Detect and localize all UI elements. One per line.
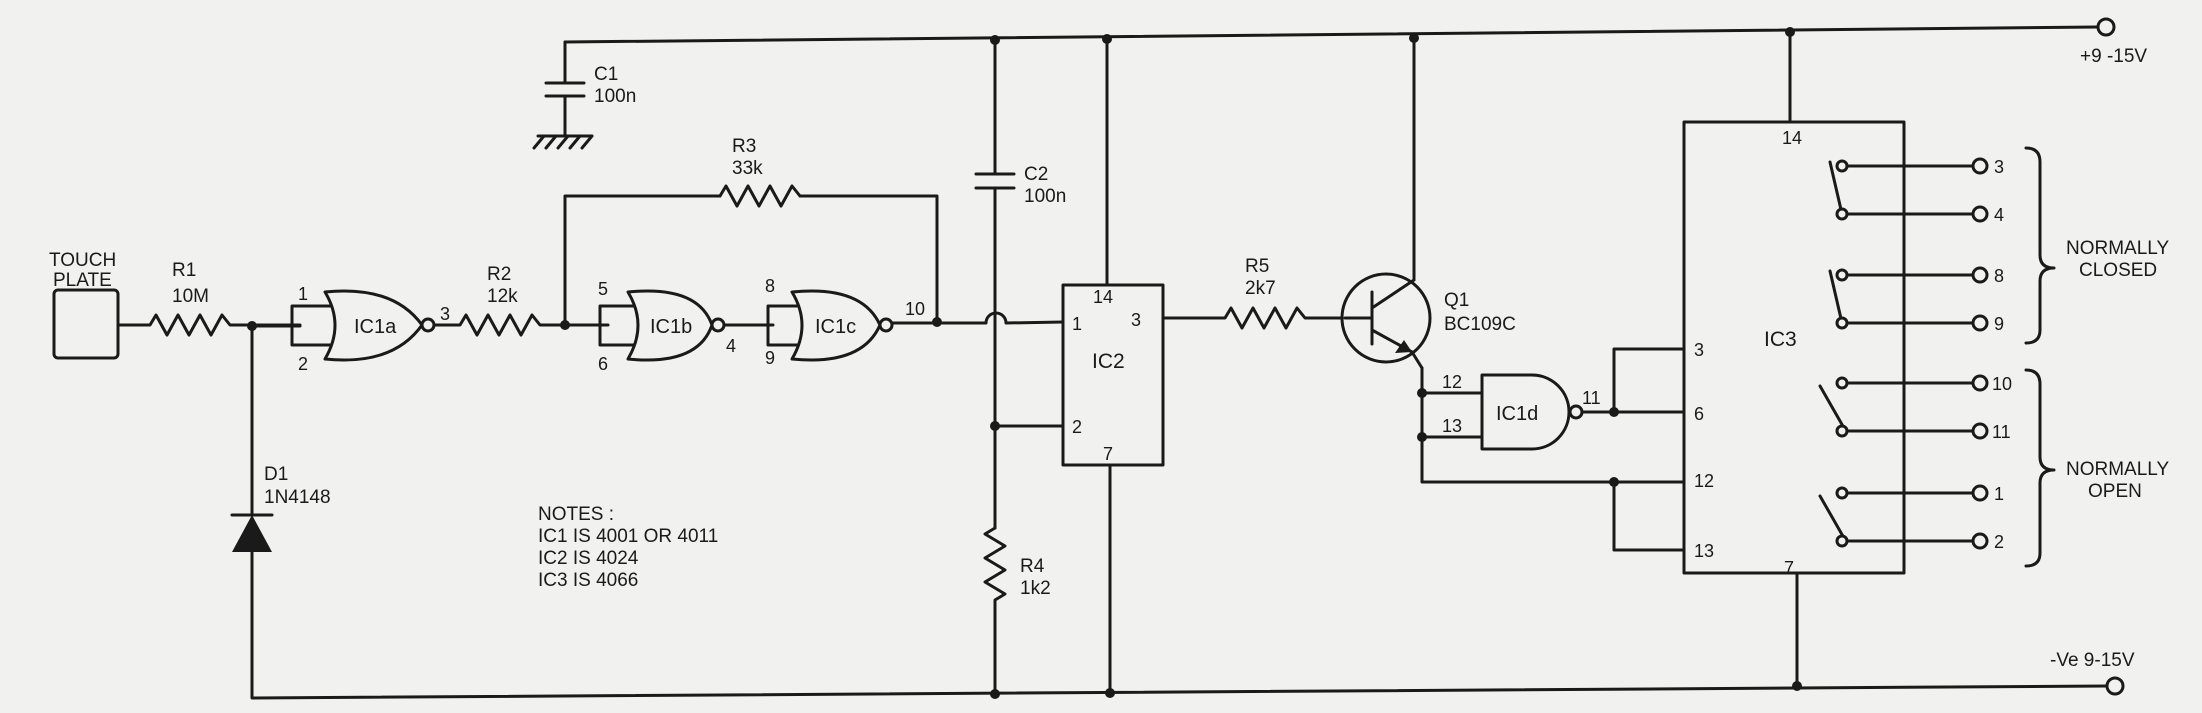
pin-number: 14 <box>1093 287 1113 307</box>
gate-ic1d-label: IC1d <box>1496 403 1538 425</box>
gate-ic1b <box>626 289 714 362</box>
r4-ref: R4 <box>1020 556 1045 577</box>
r2-value: 12k <box>487 286 518 307</box>
resistor-r2 <box>432 313 567 337</box>
c1-value: 100n <box>594 86 636 107</box>
resistor-r3 <box>718 184 802 208</box>
pin-number: 2 <box>1994 532 2004 552</box>
pin-number: 11 <box>1992 422 2011 442</box>
gate-ic1c <box>790 289 882 362</box>
switch-1 <box>1828 157 1989 223</box>
touch-plate[interactable] <box>52 288 120 360</box>
positive-rail-label: +9 -15V <box>2080 46 2147 67</box>
brace-normally-open <box>2024 368 2056 568</box>
d1-ref: D1 <box>264 464 288 485</box>
r4-value: 1k2 <box>1020 578 1051 599</box>
notes-line-2: IC2 IS 4024 <box>538 548 639 569</box>
pin-number: 10 <box>1992 374 2012 394</box>
pin-number: 1 <box>1072 314 1082 334</box>
ic2-label: IC2 <box>1092 350 1125 373</box>
pin-number: 5 <box>598 279 608 299</box>
notes-line-1: IC1 IS 4001 OR 4011 <box>538 526 718 547</box>
pin-number: 7 <box>1784 558 1794 578</box>
pin-number: 12 <box>1694 471 1714 491</box>
resistor-r5 <box>1161 306 1347 330</box>
pin-number: 3 <box>1694 340 1704 360</box>
transistor-q1 <box>1340 272 1432 364</box>
r1-value: 10M <box>172 286 209 307</box>
pin-number: 7 <box>1103 444 1113 464</box>
gate-ic1b-label: IC1b <box>650 316 692 338</box>
capacitor-c1 <box>532 40 594 150</box>
gate-ic1a <box>323 289 424 362</box>
q1-value: BC109C <box>1444 314 1516 335</box>
pin-number: 9 <box>1994 314 2004 334</box>
pin-number: 3 <box>1994 157 2004 177</box>
r3-value: 33k <box>732 158 763 179</box>
notes-line-3: IC3 IS 4066 <box>538 570 638 591</box>
pin-number: 4 <box>1994 205 2004 225</box>
diode-d1 <box>230 513 274 552</box>
pin-number: 8 <box>1994 266 2004 286</box>
pin-number: 11 <box>1582 388 1601 408</box>
r2-ref: R2 <box>487 264 511 285</box>
c2-value: 100n <box>1024 186 1066 207</box>
pin-number: 9 <box>765 348 775 368</box>
pin-number: 14 <box>1782 128 1802 148</box>
pin-number: 4 <box>726 336 736 356</box>
touch-plate-label-2: PLATE <box>53 270 112 291</box>
negative-rail <box>251 684 2109 700</box>
ic2-chip <box>1061 283 1165 467</box>
brace-normally-closed <box>2024 146 2056 345</box>
normally-closed-label-1: NORMALLY <box>2066 238 2169 259</box>
r5-ref: R5 <box>1245 256 1269 277</box>
normally-open-label-1: NORMALLY <box>2066 459 2169 480</box>
pin-number: 6 <box>598 354 608 374</box>
pin-number: 6 <box>1694 404 1704 424</box>
r3-ref: R3 <box>732 136 756 157</box>
pin-number: 13 <box>1442 416 1462 436</box>
pin-number: 10 <box>905 299 925 319</box>
touch-plate-label-1: TOUCH <box>49 250 116 271</box>
pin-number: 12 <box>1442 372 1462 392</box>
pin-number: 2 <box>1072 417 1082 437</box>
switch-3 <box>1818 374 1989 440</box>
negative-rail-label: -Ve 9-15V <box>2050 650 2135 671</box>
c2-ref: C2 <box>1024 164 1048 185</box>
r5-value: 2k7 <box>1245 278 1276 299</box>
notes-title: NOTES : <box>538 504 614 525</box>
resistor-r1 <box>116 313 302 337</box>
r1-ref: R1 <box>172 260 196 281</box>
positive-rail <box>563 25 2100 44</box>
switch-4 <box>1818 484 1989 550</box>
capacitor-c2 <box>974 38 1016 530</box>
pin-number: 3 <box>1131 310 1141 330</box>
resistor-r4 <box>983 526 1007 696</box>
pin-number: 2 <box>298 354 308 374</box>
negative-terminal[interactable] <box>2105 676 2125 696</box>
pin-number: 1 <box>1994 484 2004 504</box>
switch-2 <box>1828 266 1989 332</box>
q1-ref: Q1 <box>1444 290 1469 311</box>
gate-ic1c-label: IC1c <box>815 316 856 338</box>
gate-ic1d <box>1480 373 1571 451</box>
pin-number: 1 <box>298 284 308 304</box>
pin-number: 3 <box>440 304 450 324</box>
d1-value: 1N4148 <box>264 487 331 508</box>
positive-terminal[interactable] <box>2096 17 2116 37</box>
pin-number: 8 <box>765 276 775 296</box>
ic3-chip <box>1682 120 1906 575</box>
normally-open-label-2: OPEN <box>2088 481 2142 502</box>
normally-closed-label-2: CLOSED <box>2079 260 2157 281</box>
c1-ref: C1 <box>594 64 618 85</box>
pin-number: 13 <box>1694 541 1714 561</box>
ic3-label: IC3 <box>1764 328 1797 351</box>
gate-ic1a-label: IC1a <box>354 316 397 338</box>
